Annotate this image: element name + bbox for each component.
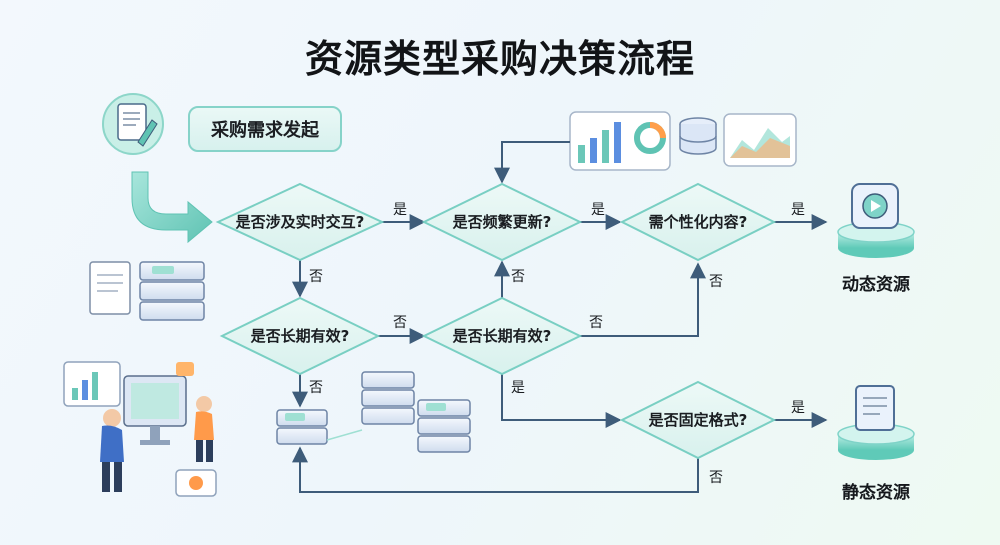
svg-text:是否固定格式?: 是否固定格式? [648, 411, 748, 429]
document-icon [89, 261, 131, 315]
edge-labels: 是 是 是 否 否 否 否 否 否 是 是 否 [309, 202, 805, 486]
server-cluster-icon [276, 371, 471, 453]
label-no-d5-d2: 否 [511, 269, 525, 285]
document-pencil-icon [102, 93, 164, 155]
decision-d1: 是否涉及实时交互? [215, 182, 385, 262]
outcome-dynamic: 动态资源 [842, 274, 910, 295]
static-resource-pedestal [837, 385, 915, 460]
label-yes-d5-d6: 是 [511, 380, 525, 396]
decision-d6: 是否固定格式? [619, 380, 777, 460]
label-no-d6-servers: 否 [709, 470, 723, 486]
label-no-d3-down: 否 [709, 274, 723, 290]
svg-text:是否长期有效?: 是否长期有效? [452, 327, 552, 345]
start-flow-arrow [131, 171, 213, 244]
label-no-d1-d4: 否 [309, 269, 323, 285]
edge-dashboard-d2 [494, 141, 570, 184]
start-node: 采购需求发起 [188, 106, 342, 152]
outcome-static: 静态资源 [842, 482, 910, 503]
svg-text:是否涉及实时交互?: 是否涉及实时交互? [235, 213, 365, 231]
server-stack-icon [139, 261, 205, 321]
label-yes-d3-dynamic: 是 [791, 202, 805, 218]
team-workstation-illustration [63, 361, 217, 497]
label-yes-d1-d2: 是 [393, 202, 407, 218]
database-icon [679, 117, 717, 155]
decision-d4: 是否长期有效? [219, 296, 381, 376]
decision-d5: 是否长期有效? [421, 296, 583, 376]
svg-text:需个性化内容?: 需个性化内容? [649, 213, 748, 231]
label-yes-d2-d3: 是 [591, 202, 605, 218]
svg-text:是否频繁更新?: 是否频繁更新? [452, 213, 552, 231]
area-chart-icon [723, 113, 797, 167]
decision-d3: 需个性化内容? [619, 182, 777, 262]
bar-chart-icon [569, 111, 671, 171]
dynamic-resource-pedestal [837, 183, 915, 258]
document-stack-icon [855, 385, 895, 431]
label-no-d5-d3: 否 [589, 315, 603, 331]
label-no-d4-d5: 否 [393, 315, 407, 331]
label-yes-d6-static: 是 [791, 400, 805, 416]
flow-edges [292, 141, 828, 493]
label-no-d4-servers: 否 [309, 380, 323, 396]
svg-text:是否长期有效?: 是否长期有效? [250, 327, 350, 345]
edge-d5-d6 [501, 374, 622, 428]
edge-d6-servers [292, 446, 699, 493]
edge-d5-d3 [578, 262, 706, 337]
page-title: 资源类型采购决策流程 [304, 37, 695, 81]
decision-d2: 是否频繁更新? [421, 182, 583, 262]
